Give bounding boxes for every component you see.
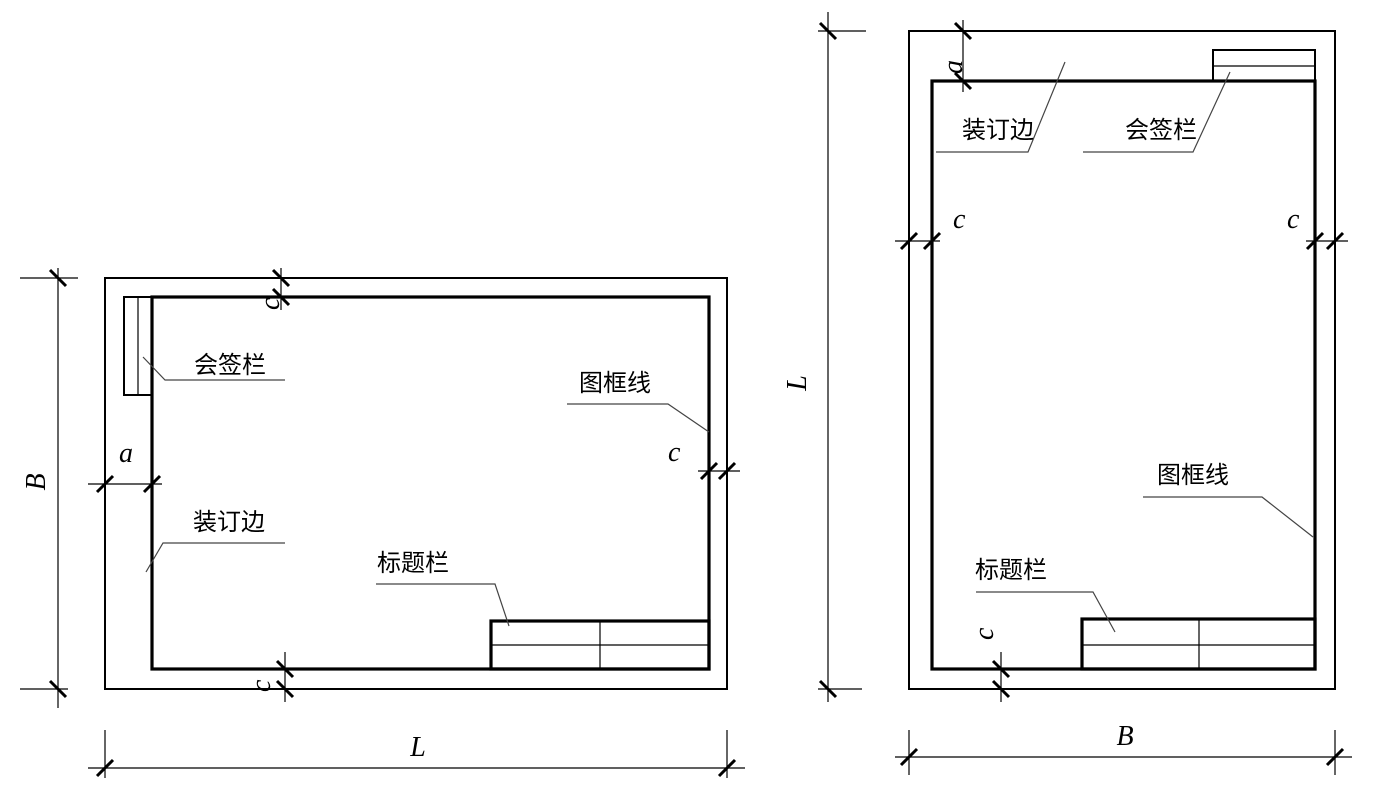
dimension-margin-top: c	[255, 268, 291, 310]
label-frame-line: 图框线	[1157, 461, 1229, 489]
dim-label-b: B	[21, 473, 52, 490]
label-binding-edge: 装订边	[962, 116, 1034, 144]
dimension-width: B	[895, 721, 1352, 775]
dim-label-c: c	[969, 627, 1000, 640]
landscape-sheet: B L a c c	[20, 268, 745, 778]
dim-label-a: a	[938, 60, 969, 74]
dim-label-l: L	[782, 375, 813, 392]
signature-block	[123, 296, 153, 396]
dimension-margin-bottom: c	[969, 627, 1011, 702]
dim-label-c: c	[953, 204, 966, 235]
dim-label-c: c	[255, 297, 286, 310]
dimension-height: B	[20, 268, 78, 708]
dimension-height: L	[782, 12, 866, 702]
dimension-binding-a: a	[938, 20, 973, 92]
signature-block	[1212, 49, 1316, 82]
sheet-border	[908, 30, 1336, 690]
label-binding-edge: 装订边	[193, 508, 265, 536]
dim-label-c: c	[1287, 204, 1300, 235]
dim-label-c: c	[668, 437, 681, 468]
dim-label-a: a	[119, 438, 133, 469]
label-signature-block: 会签栏	[194, 351, 266, 379]
label-frame-line: 图框线	[579, 369, 651, 397]
dimension-margin-left: c	[895, 204, 966, 251]
portrait-sheet: L B a c c	[782, 12, 1352, 775]
title-block	[1080, 617, 1317, 671]
dimension-margin-bottom: c	[246, 652, 295, 702]
dim-label-b: B	[1116, 721, 1133, 752]
label-title-block: 标题栏	[975, 556, 1047, 584]
dim-label-l: L	[409, 732, 426, 763]
dim-label-c: c	[246, 679, 277, 692]
label-signature-block: 会签栏	[1125, 116, 1197, 144]
dimension-margin-right: c	[668, 437, 740, 481]
title-block	[489, 619, 711, 671]
dimension-margin-right: c	[1287, 204, 1348, 251]
sheet-border	[104, 277, 728, 690]
label-title-block: 标题栏	[377, 549, 449, 577]
dimension-width: L	[88, 730, 745, 778]
dimension-binding-a: a	[88, 438, 162, 494]
